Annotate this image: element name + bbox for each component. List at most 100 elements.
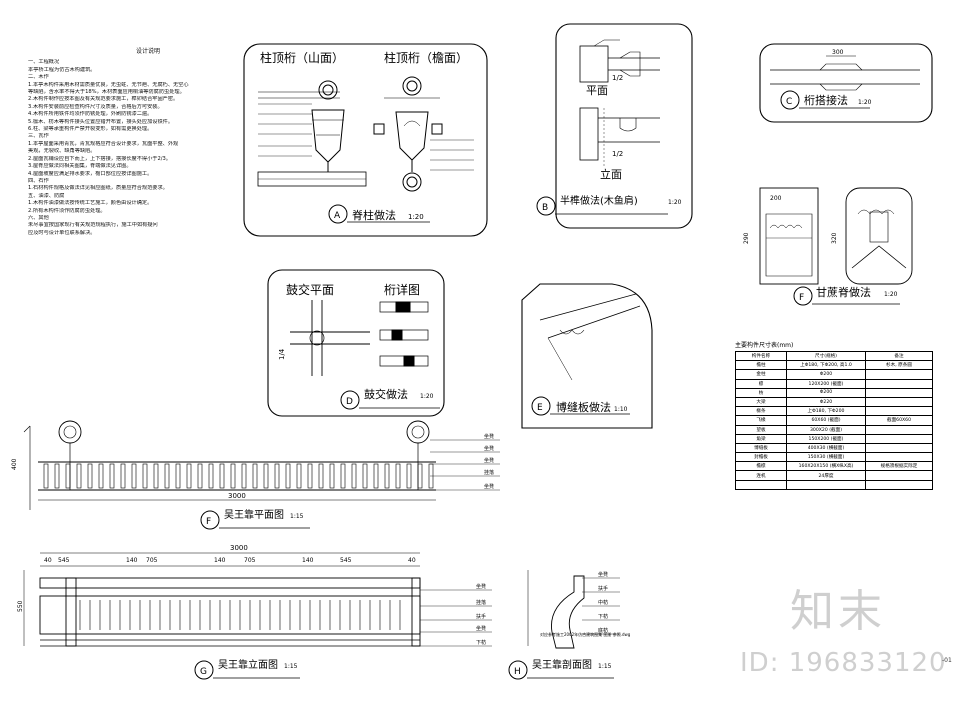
detail-c-scale: 1:20: [858, 99, 872, 106]
plan-label-3: 坐凳: [484, 457, 494, 464]
elev-label-2: 挂落: [476, 599, 486, 606]
table-header-cell: 构件名称: [735, 350, 787, 362]
table-cell: 上Φ180, 下Φ200: [786, 406, 866, 417]
detail-b-panel: [536, 23, 693, 229]
notes-line: 1.石材构件规格及做法详见相应图纸，质量应符合规范要求。: [28, 185, 168, 192]
section-bottom-note: 对应参考施工2002年仿古建筑图集 图册 参照.dwg: [540, 631, 631, 637]
plan-label-4: 挂落: [484, 469, 494, 476]
table-cell: [865, 433, 933, 444]
detail-f-dim3: 200: [770, 195, 782, 202]
notes-line: 六、其他: [28, 214, 49, 221]
table-cell: [865, 479, 933, 490]
elev-label-5: 下枋: [476, 639, 486, 646]
detail-c-title: 桁搭接法: [804, 93, 848, 107]
plan-picket: [296, 463, 302, 489]
notes-line: 1.木构件油漆做法按传统工艺施工，颜色由设计确定。: [28, 200, 153, 207]
elev-segment-dim: 40: [44, 557, 52, 564]
table-cell: 檐檩: [735, 461, 787, 472]
table-cell: 120X200 (截面): [786, 378, 866, 389]
notes-line: 2.木构件制作应按本图及有关规范要求施工，榫卯结合牢固严密。: [28, 96, 179, 103]
table-cell: 檩: [735, 378, 787, 389]
detail-b-dim2: 1/2: [612, 150, 623, 158]
notes-line: 1.本亭屋面采用青瓦，青瓦规格应符合设计要求，瓦面平整、外观: [28, 140, 179, 147]
table-cell: 连机: [735, 470, 787, 481]
table-cell: 飞椽: [735, 415, 787, 426]
plan-picket: [197, 463, 203, 489]
table-cell: 150X200 (截面): [786, 433, 866, 444]
table-cell: [865, 378, 933, 389]
notes-line: 5.檩木、枋木等构件接头位置应错开布置，接头处应加设铁件。: [28, 118, 174, 125]
plan-picket: [65, 463, 71, 489]
table-cell: 上Φ180, 下Φ200, 高1.0: [786, 360, 866, 371]
section-drawing: [508, 570, 620, 680]
watermark-id: ID: 196833120: [740, 648, 947, 678]
plan-picket: [43, 463, 49, 489]
table-cell: Φ220: [786, 396, 866, 408]
table-cell: 椽条: [735, 406, 787, 417]
elev-segment-dim: 705: [244, 557, 256, 564]
detail-a-title: 脊柱做法: [352, 208, 396, 222]
table-cell: [865, 396, 933, 408]
detail-d-scale: 1:20: [420, 393, 434, 400]
plan-picket: [285, 463, 291, 489]
detail-f-scale: 1:20: [884, 291, 898, 298]
detail-d-dim: 1/4: [278, 348, 286, 360]
notes-line: 四、石作: [28, 177, 49, 184]
table-cell: Φ200: [786, 387, 866, 398]
detail-f-ridge-panel: [759, 187, 913, 306]
detail-e-scale: 1:10: [614, 406, 628, 413]
table-cell: 24厚度: [786, 470, 866, 481]
table-row: 椽条上Φ180, 下Φ200: [735, 406, 933, 417]
notes-line: 1.本亭木构件采用木材需质量优良，无虫蛀、无节疤、无腐朽、无空心: [28, 81, 189, 88]
table-header-cell: 备注: [865, 350, 933, 362]
table-cell: [865, 442, 933, 454]
table-cell: [865, 387, 933, 398]
plan-picket: [417, 463, 423, 489]
detail-b-title: 半榫做法(木鱼肩): [560, 194, 638, 207]
plan-picket: [340, 463, 346, 489]
elev-title: 吴王靠立面图: [218, 658, 278, 671]
plan-picket: [307, 463, 313, 489]
plan-picket: [87, 463, 93, 489]
section-label-4: 下枋: [598, 613, 608, 620]
elev-label-4: 坐凳: [476, 625, 486, 632]
elev-label-3: 扶手: [476, 613, 486, 620]
elev-height-dim: 550: [17, 600, 24, 612]
plan-picket: [274, 463, 280, 489]
notes-line: 三、瓦作: [28, 133, 49, 140]
plan-picket: [362, 463, 368, 489]
plan-total-dim: 3000: [228, 492, 246, 500]
plan-picket: [175, 463, 181, 489]
detail-b-dim1: 1/2: [612, 74, 623, 82]
elev-segment-dim: 40: [408, 557, 416, 564]
watermark-logo: 知末: [790, 586, 886, 637]
section-label-3: 中枋: [598, 599, 608, 606]
table-cell: 角梁: [735, 433, 787, 444]
table-cell: 规格须根据实际定: [865, 461, 933, 472]
table-cell: 160X20X150 (横X纵X高): [786, 461, 866, 472]
detail-f-dim2: 320: [831, 232, 838, 244]
detail-b-letter: B: [542, 203, 548, 213]
plan-picket: [76, 463, 82, 489]
detail-a-sub2: 柱顶桁（檐面）: [384, 50, 468, 65]
table-cell: 杉木, 原条圆: [865, 360, 933, 371]
plan-picket: [120, 463, 126, 489]
detail-f-title: 甘蔗脊做法: [816, 285, 871, 299]
plan-picket: [208, 463, 214, 489]
plan-label-2: 坐凳: [484, 445, 494, 452]
detail-d-letter: D: [346, 397, 353, 407]
table-cell: [865, 406, 933, 417]
table-cell: 60X60 (截面): [786, 415, 866, 426]
detail-a-scale: 1:20: [408, 213, 424, 221]
plan-picket: [230, 463, 236, 489]
plan-label-5: 坐凳: [484, 483, 494, 490]
section-title: 吴王靠剖面图: [532, 658, 592, 671]
